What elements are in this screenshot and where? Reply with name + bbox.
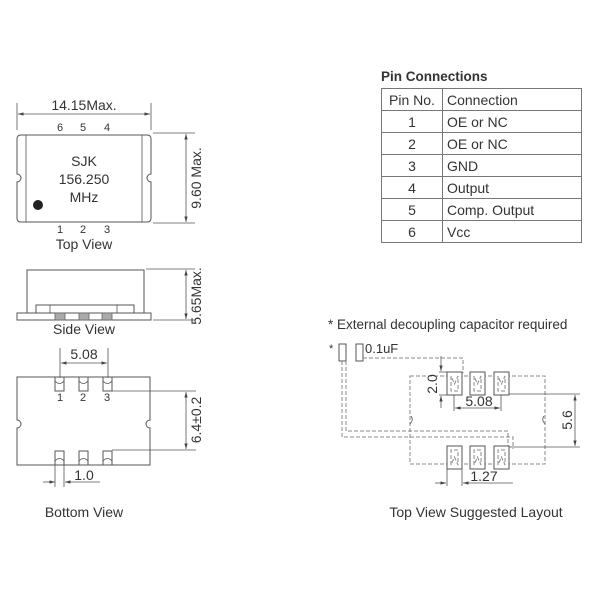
- pin-number: 6: [381, 220, 443, 243]
- pad-notch: [78, 380, 89, 384]
- pin-label: 1: [57, 392, 63, 404]
- layout-pitch-label: 5.08: [465, 393, 492, 409]
- top-view-label: Top View: [56, 236, 113, 252]
- pin-label: 2: [80, 392, 86, 404]
- bottom-pad: [78, 377, 89, 392]
- bottom-pad: [54, 377, 65, 392]
- pin-label: 1: [57, 224, 63, 236]
- bottom-pad: [102, 450, 113, 465]
- pin-label: 6: [57, 122, 63, 134]
- capacitor-pad: [355, 343, 364, 362]
- layout-row-label: 5.6: [559, 410, 575, 430]
- row-dimension-label: 6.4±0.2: [188, 396, 204, 443]
- side-base: [35, 304, 135, 314]
- side-body: [26, 269, 145, 314]
- pin-label: 5: [80, 122, 86, 134]
- capacitor-value: 0.1uF: [365, 341, 398, 356]
- pad-notch: [102, 458, 113, 462]
- marking-brand: SJK: [71, 153, 97, 169]
- pin-connection: Comp. Output: [442, 198, 582, 221]
- notch-mark: [409, 415, 413, 425]
- marking-frequency: 156.250: [59, 171, 110, 187]
- suggested-layout: * External decoupling capacitor required…: [328, 317, 580, 520]
- pad-notch: [54, 380, 65, 384]
- asterisk-mark: *: [329, 343, 334, 355]
- bottom-view: 5.08 1 2 3 6.4±0.2 1.0 Bottom View: [16, 346, 204, 520]
- side-view: 5.65Max. Side View: [16, 267, 204, 337]
- width-dimension-label: 14.15Max.: [51, 97, 116, 113]
- capacitor-pad: [338, 343, 347, 362]
- pin1-indicator-dot: [33, 200, 43, 210]
- pin-connection: Vcc: [442, 220, 582, 243]
- pad-width-label: 1.0: [74, 467, 94, 483]
- pad-notch: [78, 458, 89, 462]
- side-view-label: Side View: [53, 321, 116, 337]
- header-connection: Connection: [442, 88, 582, 111]
- pin-connection: OE or NC: [442, 110, 582, 133]
- bottom-pad: [54, 450, 65, 465]
- pad-notch: [102, 380, 113, 384]
- pad-inner-outline: [497, 375, 506, 392]
- pin-label: 4: [104, 122, 110, 134]
- pad-inner-outline: [450, 375, 459, 392]
- layout-pad-width-label: 1.27: [470, 468, 497, 484]
- trace: [345, 361, 509, 449]
- top-view: 14.15Max. 6 5 4 SJK 156.250 MHz 1 2 3 9.…: [16, 97, 204, 252]
- header-pin-no: Pin No.: [381, 88, 443, 111]
- side-lead: [78, 312, 90, 321]
- decoupling-note: * External decoupling capacitor required: [328, 317, 567, 332]
- height-dimension-label: 9.60 Max.: [188, 147, 204, 208]
- pin-label: 3: [104, 392, 110, 404]
- marking-unit: MHz: [70, 189, 99, 205]
- package-bottom-outline: [16, 376, 151, 466]
- bottom-pad: [78, 450, 89, 465]
- notch-mark: [542, 415, 546, 425]
- package-outline: [16, 134, 152, 223]
- side-lead: [54, 312, 66, 321]
- side-height-dimension-label: 5.65Max.: [188, 267, 204, 325]
- trace: [341, 361, 514, 449]
- pitch-dimension-label: 5.08: [70, 346, 97, 362]
- pad-inner-outline: [473, 449, 482, 466]
- table-header-row: Pin No. Connection: [381, 88, 582, 111]
- pin-connections-title: Pin Connections: [381, 69, 488, 84]
- side-lead: [101, 312, 113, 321]
- pad-notch: [54, 458, 65, 462]
- trace: [363, 357, 464, 373]
- pad-inner-outline: [450, 449, 459, 466]
- layout-label: Top View Suggested Layout: [389, 504, 562, 520]
- pad-inner-outline: [473, 375, 482, 392]
- pad-height-label: 2.0: [424, 374, 440, 394]
- bottom-view-label: Bottom View: [45, 504, 124, 520]
- pin-label: 3: [104, 224, 110, 236]
- bottom-pad: [102, 377, 113, 392]
- pin-label: 2: [80, 224, 86, 236]
- pad-inner-outline: [497, 449, 506, 466]
